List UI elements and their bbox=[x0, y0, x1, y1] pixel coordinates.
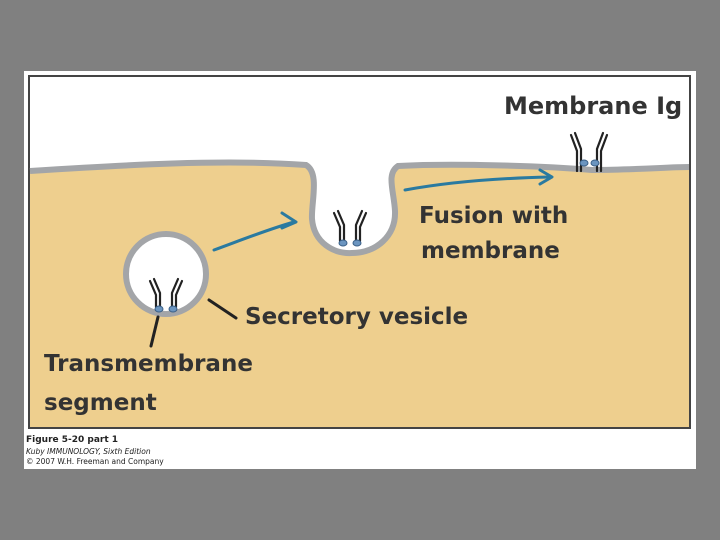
antibody-icon-fusing bbox=[332, 209, 368, 247]
arrowhead-to-fusion bbox=[280, 211, 298, 230]
arrow-to-fusion bbox=[212, 220, 296, 252]
label-transmembrane-line2: segment bbox=[44, 390, 157, 416]
cell-membrane bbox=[29, 159, 690, 257]
caption-book: Kuby IMMUNOLOGY, Sixth Edition bbox=[26, 447, 151, 456]
label-fusion-line1: Fusion with bbox=[419, 203, 569, 229]
label-transmembrane-line1: Transmembrane bbox=[44, 351, 253, 377]
arrow-to-surface bbox=[403, 175, 552, 192]
antibody-icon-vesicle bbox=[148, 277, 184, 313]
antibody-icon-membrane bbox=[569, 131, 609, 173]
label-fusion-line2: membrane bbox=[421, 238, 560, 264]
arrowhead-to-surface bbox=[538, 168, 554, 186]
transmembrane-anchor-icon bbox=[154, 305, 164, 313]
label-secretory-vesicle: Secretory vesicle bbox=[245, 304, 469, 330]
leader-secretory-vesicle bbox=[207, 298, 238, 320]
figure-slide: Membrane Ig Fusion with membrane Secreto… bbox=[24, 71, 696, 469]
leader-transmembrane bbox=[149, 315, 160, 348]
label-membrane-ig: Membrane Ig bbox=[504, 92, 683, 120]
cytoplasm-region bbox=[30, 162, 689, 427]
caption-copyright: © 2007 W.H. Freeman and Company bbox=[26, 457, 164, 466]
secretory-vesicle bbox=[123, 231, 209, 317]
figure-canvas bbox=[28, 75, 691, 429]
caption-figure: Figure 5-20 part 1 bbox=[26, 435, 119, 445]
